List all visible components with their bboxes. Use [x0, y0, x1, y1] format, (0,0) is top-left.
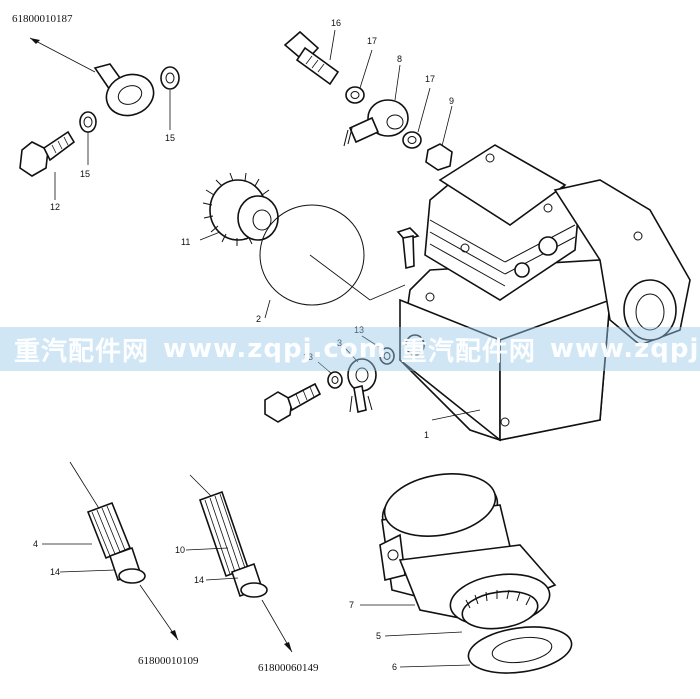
callout-3: 3 [337, 338, 342, 348]
banjo-fitting [105, 73, 155, 117]
washer-15-top [160, 66, 180, 90]
callout-15-lower: 15 [80, 169, 90, 179]
top-middle-banjo-group [283, 29, 453, 171]
watermark-url-2: www.zqpj.com [549, 334, 700, 364]
part-number-labels: 61800010187 61800010109 61800060149 [12, 13, 319, 674]
callout-labels: 1 2 3 4 5 6 7 8 9 10 11 12 13 13 14 14 1… [33, 18, 454, 672]
part-number-bottom-middle: 61800060149 [258, 662, 319, 674]
callout-1: 1 [424, 430, 429, 440]
callout-4: 4 [33, 539, 38, 549]
fitting-9 [425, 143, 453, 171]
callout-5: 5 [376, 631, 381, 641]
hex-bolt-12 [19, 141, 49, 177]
callout-14-right: 14 [194, 575, 204, 585]
watermark-url-1: www.zqpj.com [163, 334, 387, 364]
washer-13-upper [379, 347, 395, 365]
watermark-brand-1: 重汽配件网 [14, 336, 150, 367]
callout-10: 10 [175, 545, 185, 555]
callout-6: 6 [392, 662, 397, 672]
callout-17-lower: 17 [425, 74, 435, 84]
compressor-body-1 [396, 144, 691, 442]
part-number-top-left: 61800010187 [12, 13, 73, 25]
gear-11 [202, 172, 279, 246]
callout-16: 16 [331, 18, 341, 28]
arrow-icon [30, 38, 40, 44]
oring-2 [259, 204, 365, 306]
coupling-group [360, 473, 573, 674]
callout-2: 2 [256, 314, 261, 324]
washer-17-upper [345, 86, 365, 104]
shaft-4-group [42, 461, 179, 641]
callout-13-lower: 13 [303, 352, 313, 362]
middle-banjo-group [264, 335, 395, 423]
gear-and-oring-group [199, 172, 406, 319]
shaft-10-group [185, 474, 293, 653]
washer-17-lower [402, 131, 422, 149]
washer-13-lower [327, 371, 343, 389]
washer-15-bottom [79, 111, 97, 133]
hex-bolt-13 [264, 391, 293, 423]
callout-9: 9 [449, 96, 454, 106]
callout-15-upper: 15 [165, 133, 175, 143]
part-number-bottom-left: 61800010109 [138, 655, 199, 667]
callout-11: 11 [181, 237, 190, 247]
callout-12: 12 [50, 202, 60, 212]
ring-6 [467, 626, 573, 674]
callout-17-upper: 17 [367, 36, 377, 46]
top-left-banjo-group [19, 37, 180, 200]
watermark-band: 重汽配件网 www.zqpj.com 重汽配件网 www.zqpj.com [0, 327, 700, 371]
watermark-brand-2: 重汽配件网 [400, 336, 536, 367]
callout-13-upper: 13 [354, 325, 364, 335]
callout-8: 8 [397, 54, 402, 64]
callout-14-left: 14 [50, 567, 60, 577]
callout-7: 7 [349, 600, 354, 610]
